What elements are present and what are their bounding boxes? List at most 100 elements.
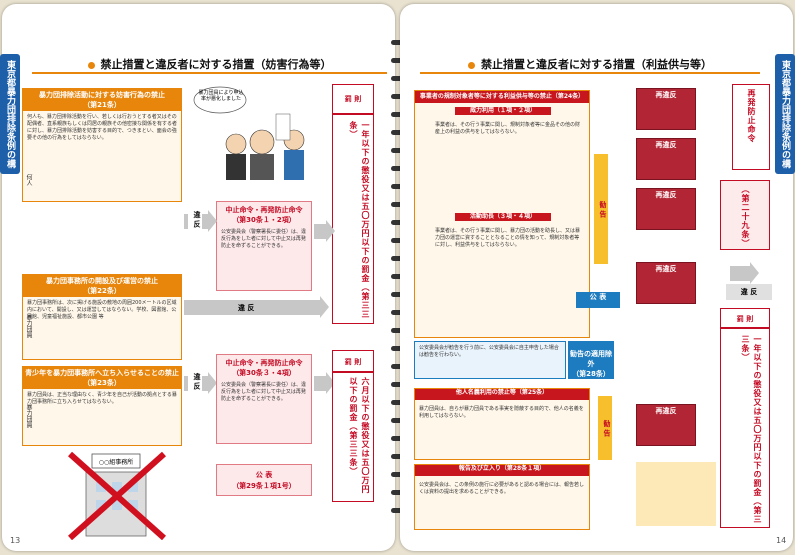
sec3-actor: 暴力団員 (25, 404, 32, 428)
left-page-title: 禁止措置と違反者に対する措置（妨害行為等） (32, 58, 387, 74)
binder-ring (391, 436, 405, 441)
binder-ring (391, 112, 405, 117)
order1-title: 中止命令・再発防止命令 (225, 206, 303, 214)
left-penalty2-label: 罰 則 (344, 358, 362, 366)
notice-text: 公安委員会が勧告を行う前に、公安委員会に自主申告した場合は勧告を行わない。 (419, 345, 559, 358)
binder-ring (391, 256, 405, 261)
binder-ring (391, 220, 405, 225)
sec3-box: 青少年を暴力団事務所へ立ち入らせることの禁止（第23条） 暴力団員は、正当な理由… (22, 366, 182, 446)
binder-ring (391, 184, 405, 189)
secA-sub1: 威力利用（１項・２項） (455, 107, 551, 115)
binder-ring (391, 292, 405, 297)
sec2-text: 暴力団事務所は、次に掲げる施設の敷地の周囲200メートルの区域内において、開設し… (27, 300, 177, 320)
kouhyou-strip: 公 表 (576, 292, 620, 308)
secC-heading: 報告及び立入り（第28条１項） (415, 465, 589, 476)
inspection-note (636, 462, 716, 526)
secA-box: 事業者の規制対象者等に対する利益供与等の禁止（第24条） 威力利用（１項・２項）… (414, 90, 590, 338)
right-penalty-label-box: 罰 則 (720, 308, 770, 328)
binder-ring (391, 454, 405, 459)
violation-label-3: 違 反 (188, 364, 202, 398)
binder-ring (391, 364, 405, 369)
binder-ring (391, 346, 405, 351)
secA-text1: 事業者は、その行う事業に関し、規制対象者等に金品その他の財産上の利益の供与をして… (435, 122, 581, 135)
left-section-tab: 東京都暴力団排除条例の構成 (0, 54, 20, 174)
secA-heading: 事業者の規制対象者等に対する利益供与等の禁止（第24条） (415, 91, 589, 103)
order2-text: 公安委員会（警察署長に委任）は、違反行為をした者に対して中止又は再発防止を命ずる… (221, 382, 307, 402)
left-penalty2-label-box: 罰 則 (332, 350, 374, 372)
secA-sub2: 活動助長（３項・４項） (455, 213, 551, 221)
sec3-text: 暴力団員は、正当な理由なく、青少年を自己が活動の拠点とする暴力団事務所に立ち入ら… (27, 392, 177, 405)
right-page: 東京都暴力団排除条例の構成 14 禁止措置と違反者に対する措置（利益供与等） 事… (400, 4, 795, 551)
sec2-heading: 暴力団事務所の開設及び運営の禁止（第22条） (23, 275, 181, 297)
order1-box: 中止命令・再発防止命令 （第30条１・2項） 公安委員会（警察署長に委任）は、違… (216, 201, 312, 291)
binder-ring (391, 202, 405, 207)
title-bullet-icon (87, 61, 95, 69)
arrow-order1 (314, 220, 335, 242)
binder-ring (391, 400, 405, 405)
secA-text2: 事業者は、その行う事業に関し、暴力団の活動を助長し、又は暴力団の運営に資すること… (435, 228, 581, 248)
right-penalty-label: 罰 則 (736, 315, 754, 323)
left-page: 東京都暴力団排除条例の構成 13 禁止措置と違反者に対する措置（妨害行為等） 暴… (0, 4, 395, 551)
kouhyou-right-box: （第二十九条） (720, 180, 770, 250)
secC-text: 公安委員会は、この条例の施行に必要があると認める場合には、報告若しくは資料の提出… (419, 482, 585, 495)
left-kouhyou-box: 公 表 （第29条１項1号） (216, 464, 312, 496)
kankoku-label-2: 勧 告 (598, 396, 612, 460)
binder-ring (391, 148, 405, 153)
binder-ring (391, 310, 405, 315)
sec2-actor: 暴力団員 (25, 314, 32, 338)
secB-heading: 他人名義利用の禁止等（第25条） (415, 389, 589, 400)
order2-article: （第30条３・4項） (232, 369, 296, 377)
left-penalty-label-box: 罰 則 (332, 84, 374, 114)
sec2-box: 暴力団事務所の開設及び運営の禁止（第22条） 暴力団事務所は、次に掲げる施設の敷… (22, 274, 182, 360)
kankoku-label: 勧 告 (594, 154, 608, 264)
left-penalty2-text: 六月以下の懲役又は五〇万円以下の罰金（第三三条） (349, 377, 370, 494)
exempt-box: 勧告の適用除外 （第28条） (568, 341, 614, 379)
exempt-article: （第28条） (572, 370, 610, 378)
right-page-number: 14 (776, 536, 787, 545)
left-page-number: 13 (10, 536, 21, 545)
order2-box: 中止命令・再発防止命令 （第30条３・4項） 公安委員会（警察署長に委任）は、違… (216, 354, 312, 444)
order2-title: 中止命令・再発防止命令 (225, 359, 303, 367)
sec1-box: 暴力団排除活動に対する妨害行為の禁止（第21条） 何人も、暴力団排除活動を行い、… (22, 88, 182, 202)
violation-box-4: 再違反 (636, 262, 696, 304)
binder-ring (391, 472, 405, 477)
binder-ring (391, 490, 405, 495)
right-violation-label: 違 反 (726, 284, 772, 300)
right-section-tab: 東京都暴力団排除条例の構成 (760, 54, 795, 174)
left-penalty-text-box: 一年以下の懲役又は五〇万円以下の罰金（第三三条） (332, 114, 374, 324)
office-building-crossed-illustration: ○○組事務所 (62, 448, 172, 541)
binder-ring (391, 94, 405, 99)
binder-ring (391, 328, 405, 333)
arrow-to-violation (730, 262, 759, 284)
sec1-actor: 何人 (25, 174, 32, 186)
office-sign-text: ○○組事務所 (98, 459, 134, 466)
binder-ring (391, 76, 405, 81)
secC-box: 報告及び立入り（第28条１項） 公安委員会は、この条例の施行に必要があると認める… (414, 464, 590, 530)
left-penalty-text: 一年以下の懲役又は五〇万円以下の罰金（第三三条） (349, 121, 370, 319)
arrow-sec2 (184, 296, 329, 318)
left-kouhyou-article: （第29条１項1号） (232, 482, 296, 490)
right-penalty-text-box: 一年以下の懲役又は五〇万円以下の罰金（第三三条） (720, 328, 770, 528)
sec1-heading: 暴力団排除活動に対する妨害行為の禁止（第21条） (23, 89, 181, 111)
sec3-heading: 青少年を暴力団事務所へ立ち入らせることの禁止（第23条） (23, 367, 181, 389)
binder-ring (391, 382, 405, 387)
violation-box-1: 再違反 (636, 88, 696, 130)
saihatsu-label: 再発防止命令 (747, 89, 756, 143)
notice-box: 公安委員会が勧告を行う前に、公安委員会に自主申告した場合は勧告を行わない。 (414, 341, 566, 379)
violation-label-1: 違 反 (188, 202, 202, 236)
violation-box-5: 再違反 (636, 404, 696, 446)
binder-ring (391, 274, 405, 279)
kouhyou-right-label: （第二十九条） (741, 185, 750, 248)
exempt-label: 勧告の適用除外 (570, 350, 612, 368)
binder-ring (391, 130, 405, 135)
sec1-text: 何人も、暴力団排除活動を行い、若しくは行おうとする者又はその配偶者、直系親族もし… (27, 114, 178, 141)
speech-bubble-text: 暴力団員により申込率が悪化しました (198, 90, 244, 102)
binder-ring (391, 418, 405, 423)
binder-ring (391, 508, 405, 513)
right-page-title: 禁止措置と違反者に対する措置（利益供与等） (420, 58, 760, 74)
binder-ring (391, 166, 405, 171)
arrow-order2 (314, 372, 335, 394)
binder-ring (391, 238, 405, 243)
harassment-illustration: 暴力団員により申込率が悪化しました (190, 84, 320, 184)
